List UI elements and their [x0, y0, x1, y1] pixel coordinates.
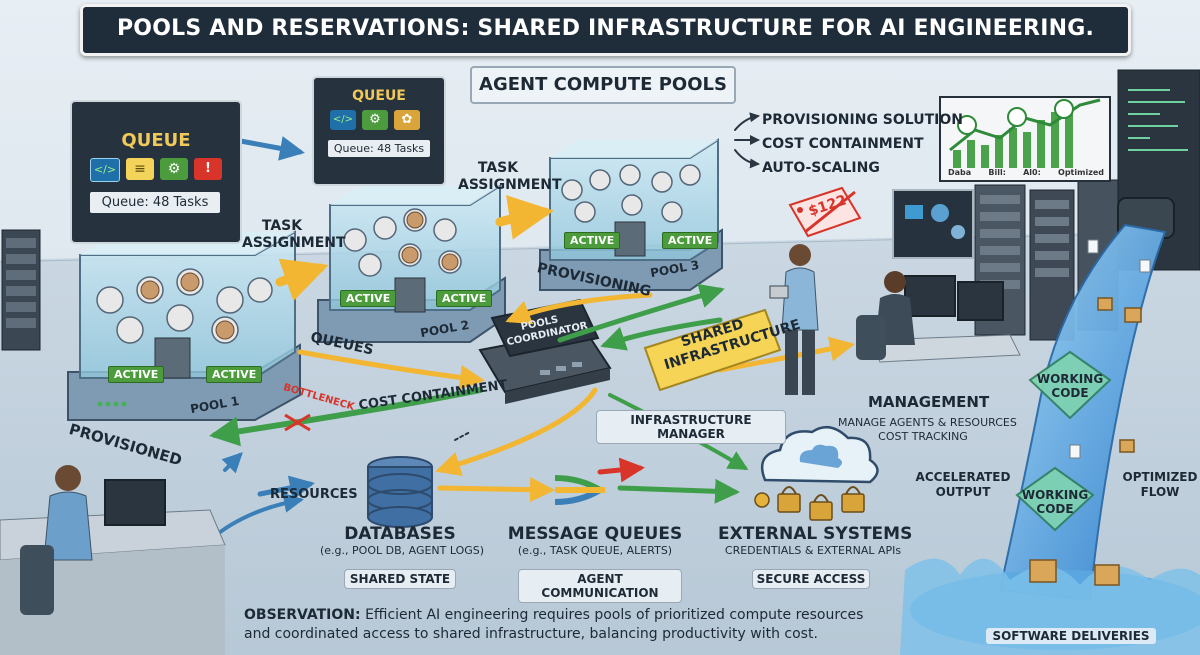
- code-icon: </>: [330, 110, 356, 130]
- software-deliveries-label: SOFTWARE DELIVERIES: [986, 628, 1156, 644]
- task-assignment-label-2: TASK ASSIGNMENT: [458, 160, 562, 193]
- queue-heading: QUEUE: [352, 88, 406, 104]
- chart-caption: Daba Bill: Al0: Optimized: [948, 168, 1104, 177]
- bottleneck-marker: [284, 413, 311, 432]
- resource-subtitle: (e.g., POOL DB, AGENT LOGS): [320, 544, 485, 557]
- chart-caption-item: Optimized: [1058, 168, 1104, 177]
- queue-card-large: QUEUE </> ≡ ⚙ ! Queue: 48 Tasks: [70, 100, 242, 244]
- observation-line-2: and coordinated access to shared infrast…: [244, 626, 818, 642]
- solution-item: PROVISIONING SOLUTION: [762, 112, 963, 128]
- developer-workstation: [0, 465, 226, 655]
- warning-icon: !: [194, 158, 222, 180]
- settings-icon: ✿: [394, 110, 420, 130]
- chart-caption-item: Bill:: [988, 168, 1006, 177]
- pool-2-active-b: ACTIVE: [436, 290, 493, 307]
- resource-title: EXTERNAL SYSTEMS: [718, 524, 913, 544]
- secure-access-tag: SECURE ACCESS: [752, 569, 870, 589]
- chart-caption-item: Daba: [948, 168, 972, 177]
- chart-caption-item: Al0:: [1023, 168, 1041, 177]
- shared-state-tag: SHARED STATE: [344, 569, 456, 589]
- infrastructure-manager-tag: INFRASTRUCTURE MANAGER: [596, 410, 786, 444]
- solutions-list: PROVISIONING SOLUTION COST CONTAINMENT A…: [762, 108, 963, 180]
- price-tag-icon: [788, 186, 862, 238]
- observation-text: OBSERVATION: Efficient AI engineering re…: [244, 606, 863, 644]
- message-queue-arrows: [554, 475, 605, 505]
- management-workstation: [856, 271, 1021, 363]
- accelerated-output-label: ACCELERATED OUTPUT: [915, 470, 1011, 499]
- resource-subtitle: (e.g., TASK QUEUE, ALERTS): [517, 544, 673, 557]
- resource-title: MESSAGE QUEUES: [507, 524, 683, 544]
- resource-subtitle: CREDENTIALS & EXTERNAL APIs: [724, 544, 902, 557]
- resources-label: RESOURCES: [270, 487, 358, 502]
- task-assignment-label-1: TASK ASSIGNMENT: [242, 218, 346, 251]
- queue-icons: </> ⚙ ✿: [330, 110, 420, 130]
- external-cloud: [754, 425, 879, 521]
- queue-task-count: Queue: 48 Tasks: [90, 192, 220, 213]
- wall-chart: [939, 96, 1111, 182]
- management-line: COST TRACKING: [878, 430, 968, 443]
- management-details: MANAGE AGENTS & RESOURCES COST TRACKING: [838, 416, 1017, 444]
- management-title: MANAGEMENT: [868, 393, 990, 411]
- pool-2-active-a: ACTIVE: [340, 290, 397, 307]
- pool-3-active-b: ACTIVE: [662, 232, 719, 249]
- code-icon: </>: [90, 158, 120, 182]
- resource-title: DATABASES: [344, 524, 456, 544]
- pool-3-active-a: ACTIVE: [564, 232, 621, 249]
- queue-heading: QUEUE: [121, 130, 191, 151]
- pool-2-enclosure: [317, 184, 506, 343]
- resource-message-queues: MESSAGE QUEUES (e.g., TASK QUEUE, ALERTS…: [505, 524, 685, 557]
- infrastructure-manager-person: [769, 244, 819, 395]
- pool-3-enclosure: [539, 138, 723, 291]
- working-code-label-1: WORKING CODE: [1036, 372, 1104, 400]
- gear-icon: ⚙: [362, 110, 388, 130]
- management-line: MANAGE AGENTS & RESOURCES: [838, 416, 1017, 429]
- pools-header: AGENT COMPUTE POOLS: [470, 66, 736, 104]
- database-stack: [367, 456, 433, 528]
- solution-item: COST CONTAINMENT: [762, 136, 924, 152]
- wall-code-screen: [892, 189, 974, 259]
- server-rack-left: [1, 229, 41, 351]
- shared-infra-banner-bg: [643, 308, 782, 392]
- page-title: POOLS AND RESERVATIONS: SHARED INFRASTRU…: [116, 16, 1095, 41]
- resource-external-systems: EXTERNAL SYSTEMS CREDENTIALS & EXTERNAL …: [718, 524, 913, 557]
- optimized-flow-label: OPTIMIZED FLOW: [1122, 470, 1198, 499]
- queue-icons: </> ≡ ⚙ !: [90, 158, 222, 182]
- working-code-label-2: WORKING CODE: [1021, 488, 1089, 516]
- solution-item: AUTO-SCALING: [762, 160, 880, 176]
- queue-task-count: Queue: 48 Tasks: [328, 140, 430, 157]
- observation-line-1: Efficient AI engineering requires pools …: [365, 607, 864, 623]
- observation-lead: OBSERVATION:: [244, 607, 361, 623]
- agent-communication-tag: AGENT COMMUNICATION: [518, 569, 682, 603]
- pool-1-enclosure: [67, 230, 301, 421]
- title-banner: POOLS AND RESERVATIONS: SHARED INFRASTRU…: [80, 4, 1131, 56]
- gear-icon: ⚙: [160, 158, 188, 180]
- document-icon: ≡: [126, 158, 154, 180]
- pool-1-active-a: ACTIVE: [108, 366, 165, 383]
- pool-1-active-b: ACTIVE: [206, 366, 263, 383]
- queue-card-small: QUEUE </> ⚙ ✿ Queue: 48 Tasks: [312, 76, 446, 186]
- resource-databases: DATABASES (e.g., POOL DB, AGENT LOGS): [320, 524, 485, 557]
